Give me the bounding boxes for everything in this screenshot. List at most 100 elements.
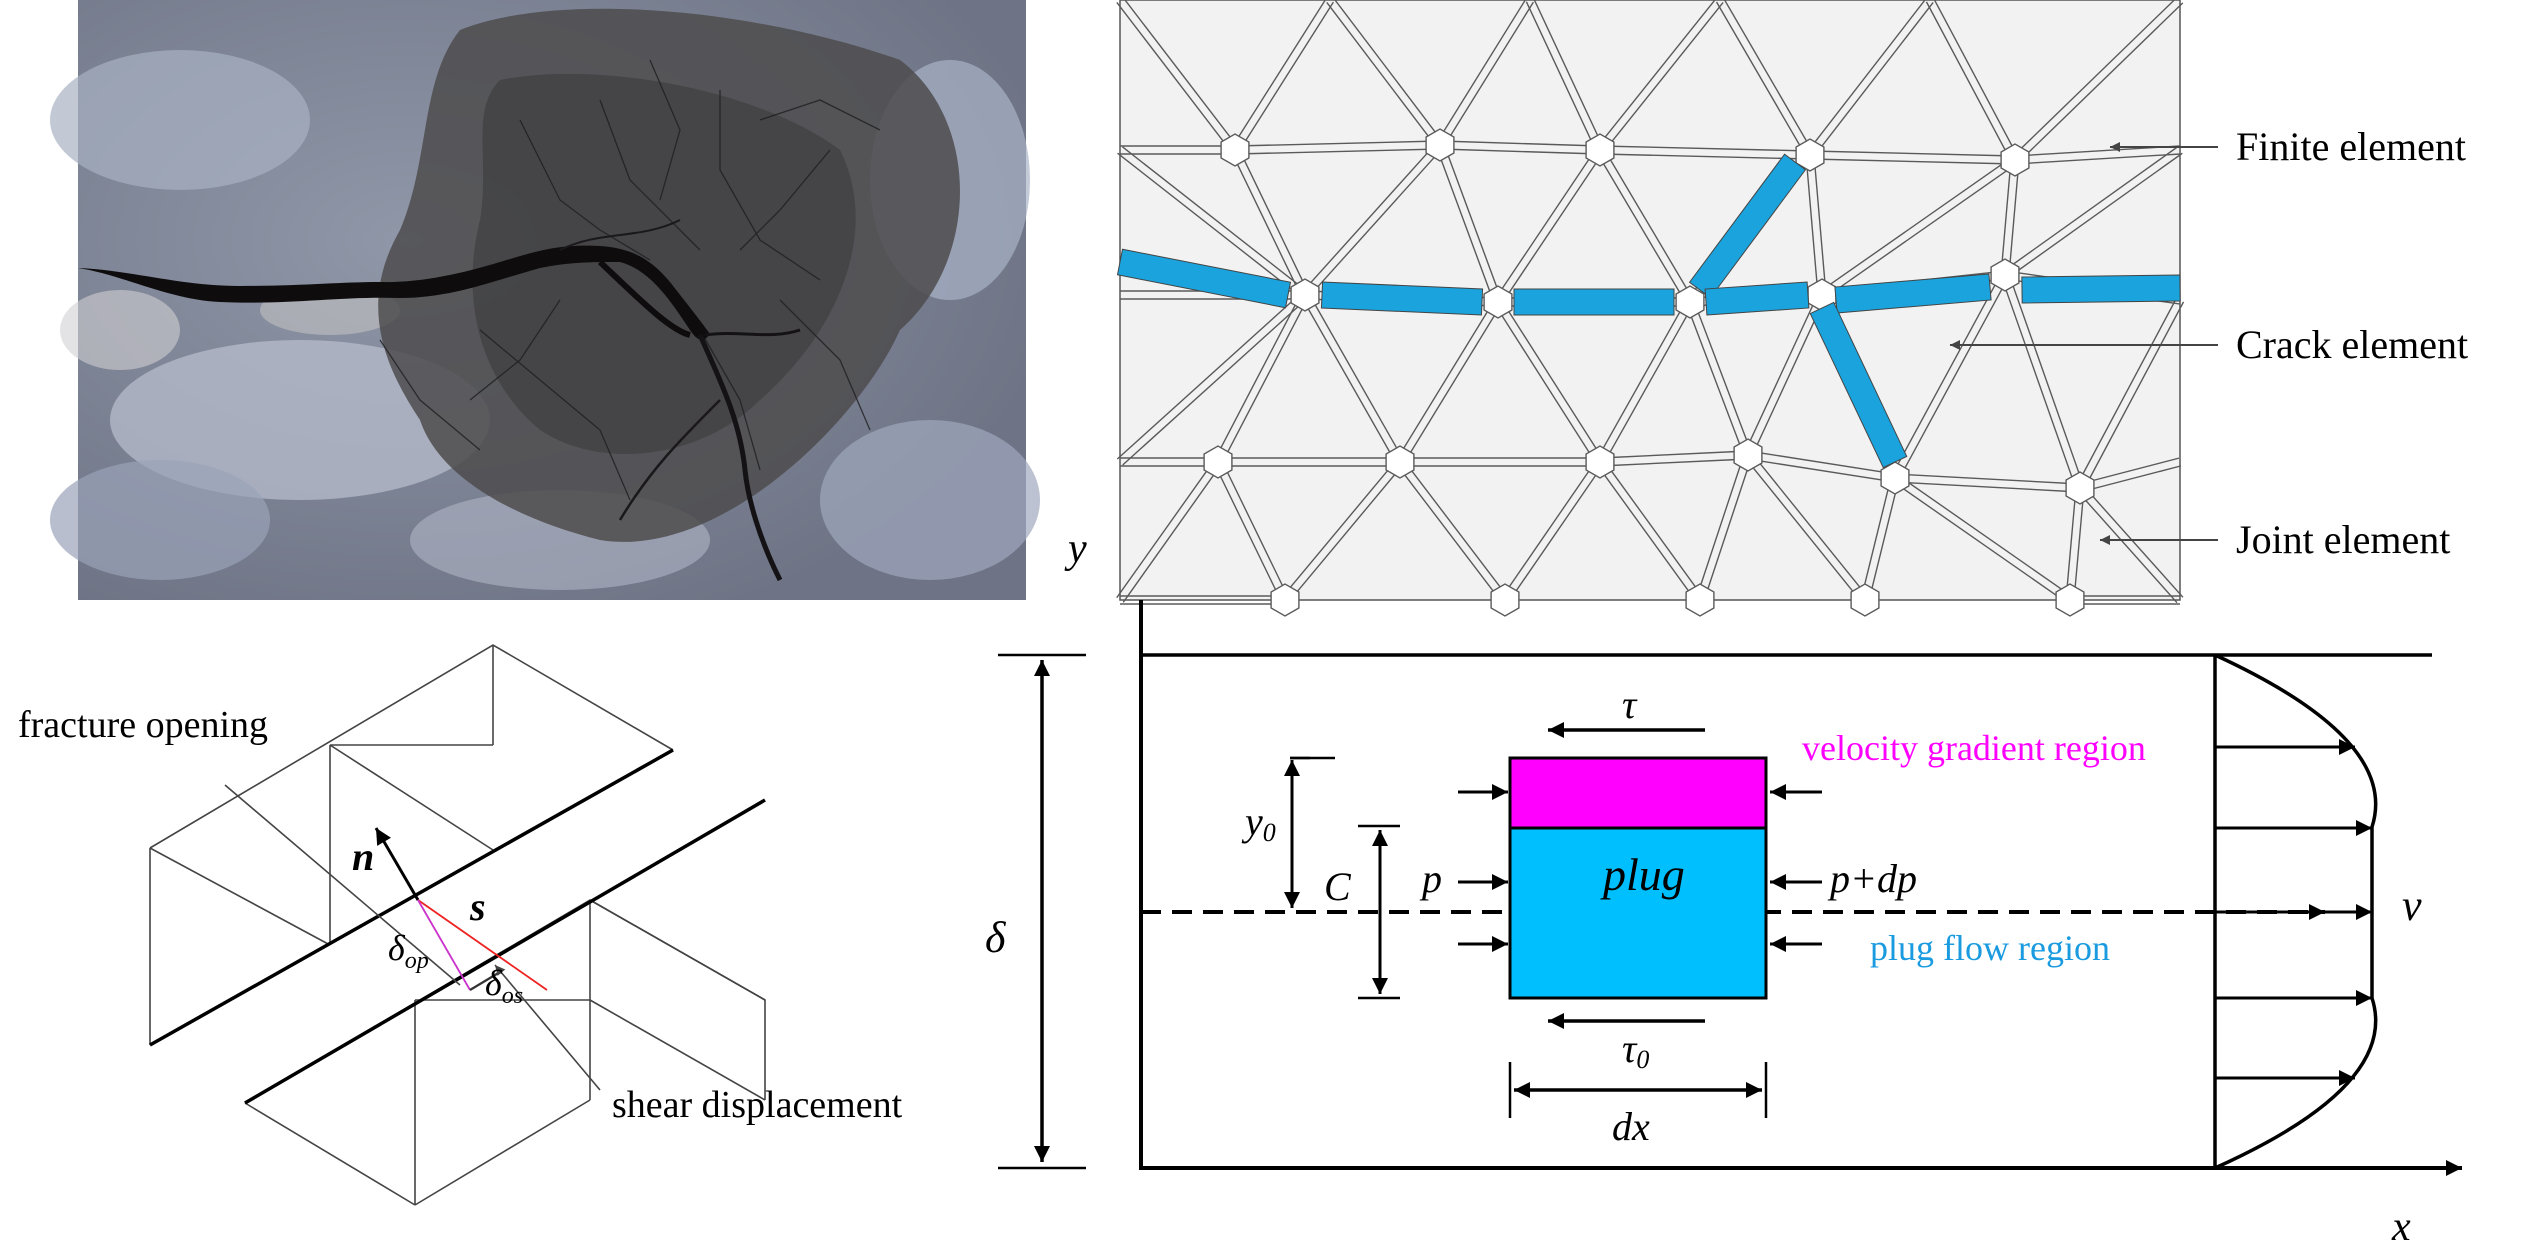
joint-node bbox=[1685, 583, 1715, 617]
mesh-edge bbox=[1599, 153, 1810, 160]
mesh-edge bbox=[1396, 463, 1503, 603]
mesh-edge bbox=[1933, 0, 2020, 159]
mesh-edge bbox=[1685, 303, 1745, 457]
mesh-edge bbox=[2008, 160, 2020, 276]
mesh-edge bbox=[1715, 1, 1808, 158]
mesh-edge bbox=[1213, 463, 1283, 603]
mesh-edge bbox=[1823, 162, 2018, 299]
mesh-edge bbox=[1525, 1, 1598, 152]
plug-flow-region-label: plug flow region bbox=[1870, 928, 2110, 968]
joint-node bbox=[1220, 133, 1250, 167]
crack-element bbox=[1513, 288, 1675, 316]
joint-node bbox=[1733, 438, 1763, 472]
mesh-edge bbox=[1810, 150, 2016, 157]
mesh-edge bbox=[1402, 303, 1503, 465]
mesh-edge bbox=[1237, 147, 1310, 294]
mesh-edge bbox=[1122, 146, 1308, 293]
mesh-edge bbox=[1281, 458, 1398, 598]
mesh-edge bbox=[1435, 146, 1495, 304]
mesh-edge bbox=[1895, 473, 2081, 485]
dx-label: dx bbox=[1612, 1104, 1650, 1149]
flow-labels: y x δ τ τ0 y0 C p p+dp plug dx v velocit… bbox=[985, 526, 2422, 1247]
mesh-edge bbox=[1116, 2, 1233, 153]
joint-node bbox=[1490, 583, 1520, 617]
shear-delta-label: δos bbox=[485, 963, 523, 1009]
fracture-opening-label: fracture opening bbox=[18, 704, 268, 746]
mesh-edge bbox=[1896, 474, 2073, 598]
mesh-edge bbox=[1235, 148, 1441, 155]
x-axis-label: x bbox=[2391, 1204, 2411, 1247]
crack-element bbox=[1688, 153, 1807, 299]
crack-element bbox=[1704, 281, 1810, 316]
mesh-edge bbox=[1748, 450, 1896, 475]
mesh-edge bbox=[2008, 273, 2085, 487]
mesh-edge bbox=[1116, 291, 1303, 460]
mesh-edge bbox=[1326, 1, 1438, 148]
mesh-edge bbox=[1307, 292, 1405, 461]
mesh-edge bbox=[2000, 276, 2077, 490]
mesh-edge bbox=[2000, 159, 2012, 275]
mesh-edge bbox=[1925, 1, 2013, 163]
mesh-edge bbox=[1812, 2, 1934, 158]
mesh-edge bbox=[1602, 459, 1704, 599]
fracture-vectors bbox=[224, 784, 601, 1091]
mesh-edge bbox=[2082, 301, 2185, 491]
joint-node bbox=[1795, 138, 1825, 172]
joint-node bbox=[1270, 583, 1300, 617]
mesh-edge bbox=[1494, 303, 1598, 465]
mesh-edge bbox=[2080, 465, 2182, 493]
crack-element bbox=[2021, 274, 2181, 304]
mesh-edge bbox=[1602, 303, 1695, 465]
joint-node bbox=[1990, 258, 2020, 292]
plug-label: plug bbox=[1600, 849, 1685, 900]
y0-label: y0 bbox=[1241, 799, 1276, 847]
mesh-edge bbox=[1439, 148, 1600, 155]
mesh-edge bbox=[1500, 151, 1604, 305]
mesh-edge bbox=[2065, 487, 2077, 600]
mesh-edge bbox=[2017, 2, 2184, 164]
delta-label: δ bbox=[985, 913, 1007, 962]
mesh-edge bbox=[2076, 490, 2178, 604]
joint-element-label: Joint element bbox=[2236, 517, 2450, 562]
mesh-edge bbox=[1805, 155, 1819, 296]
joint-node bbox=[2055, 583, 2085, 617]
mesh-edge bbox=[1600, 145, 1811, 152]
mesh-edge bbox=[1402, 459, 1509, 599]
shear-vector-label: s bbox=[469, 884, 486, 929]
y-axis-label: y bbox=[1064, 526, 1087, 572]
mesh-edge bbox=[1750, 296, 1827, 457]
crack-element-label: Crack element bbox=[2236, 322, 2468, 367]
mesh-edge bbox=[1809, 158, 2015, 165]
mesh-edge bbox=[1819, 156, 2014, 293]
mesh-edge bbox=[2015, 153, 2181, 165]
p-label: p bbox=[1419, 856, 1442, 901]
rock-crack-photo bbox=[50, 0, 1040, 600]
joint-node bbox=[2065, 471, 2095, 505]
joint-node bbox=[1675, 285, 1705, 319]
mesh-edge bbox=[1443, 143, 1503, 301]
mesh-edge bbox=[1287, 464, 1404, 604]
mesh-edge bbox=[1744, 457, 1863, 603]
mesh-edge bbox=[1301, 141, 1438, 293]
mesh-edge bbox=[1806, 0, 1926, 153]
mesh-edge bbox=[1213, 292, 1303, 461]
mesh-edge bbox=[1442, 1, 1534, 148]
mesh-edge bbox=[1596, 463, 1698, 603]
mesh-edge bbox=[1116, 459, 1216, 599]
joint-node bbox=[1290, 278, 1320, 312]
mesh-edge bbox=[1596, 0, 1716, 148]
mesh-edge bbox=[1440, 140, 1601, 147]
mesh-edge bbox=[2011, 0, 2176, 158]
mesh-edge bbox=[1892, 480, 2069, 604]
mesh-edge bbox=[1602, 2, 1724, 153]
joint-node bbox=[1385, 445, 1415, 479]
mesh-edge bbox=[1693, 300, 1753, 454]
mesh-edge bbox=[1600, 458, 1749, 467]
mesh-edge bbox=[1507, 463, 1604, 603]
mesh-edge bbox=[1500, 299, 1604, 461]
normal-vector-label: n bbox=[352, 834, 374, 879]
mesh-edge bbox=[1723, 0, 1815, 154]
mesh-edge bbox=[1234, 140, 1440, 147]
fracture-labels: fracture opening shear displacement n s … bbox=[18, 704, 903, 1126]
mesh-edge bbox=[1230, 151, 1303, 298]
